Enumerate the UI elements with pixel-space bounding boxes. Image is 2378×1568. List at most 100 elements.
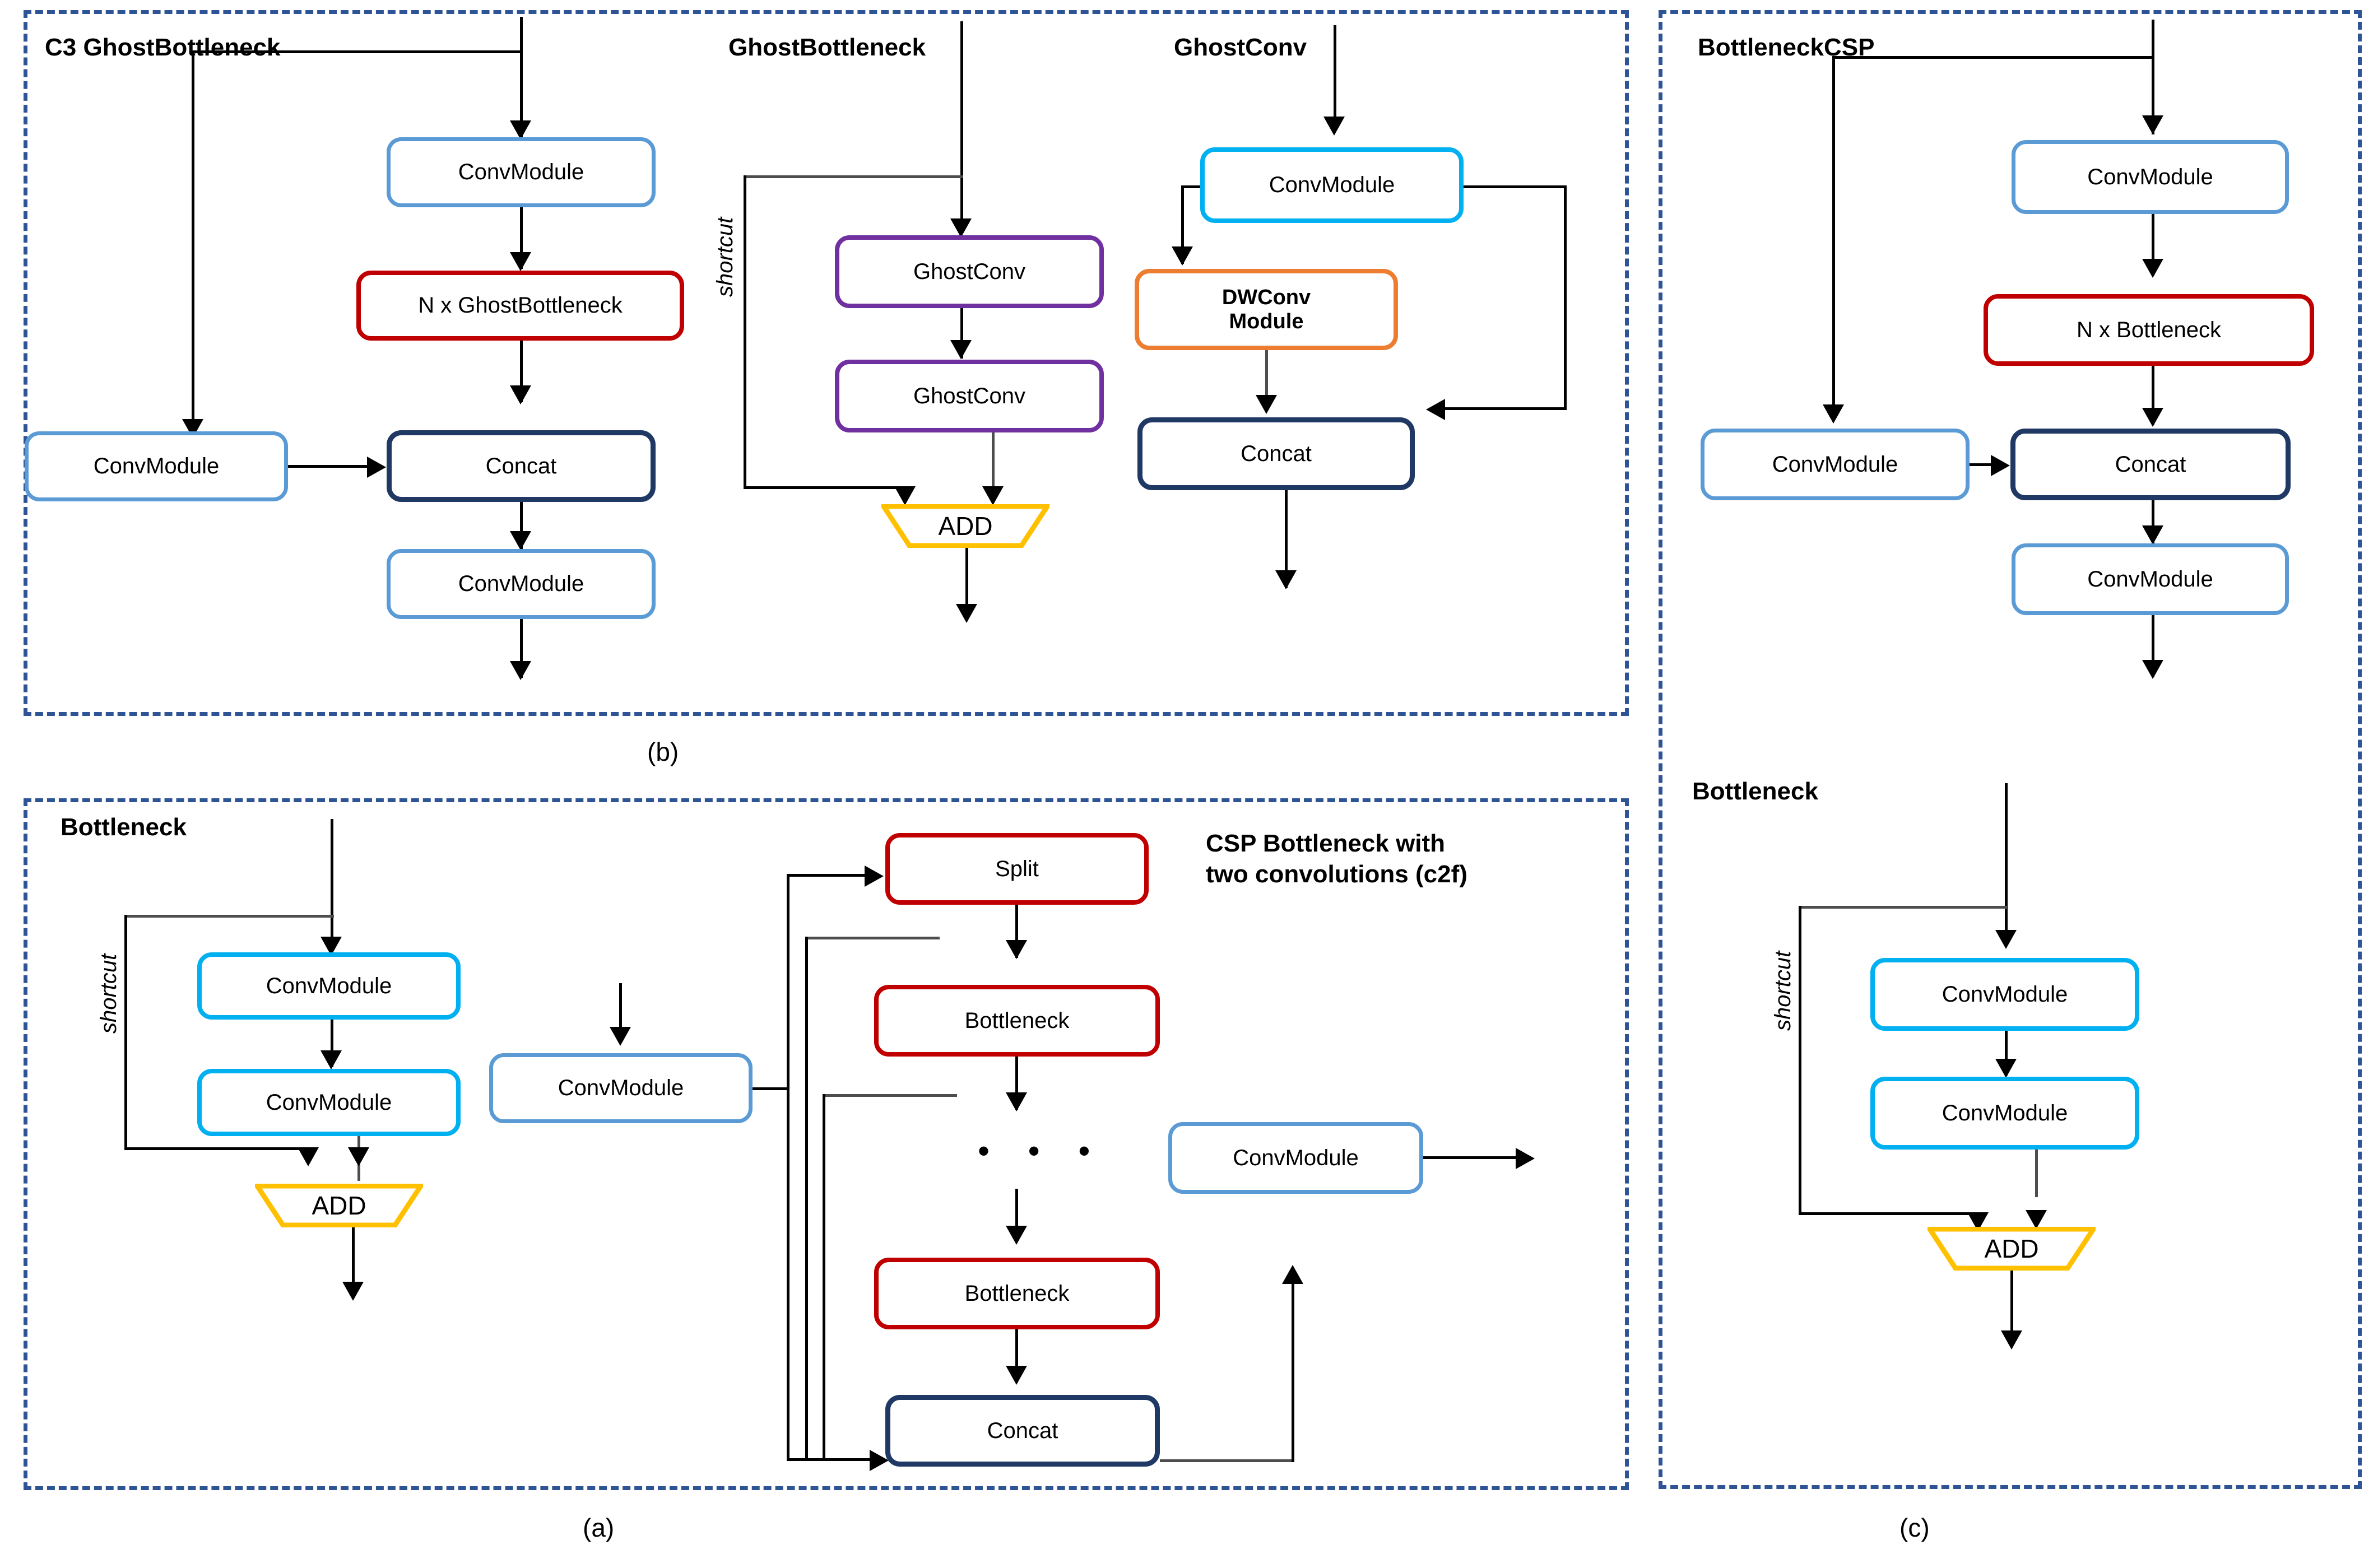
edge-add-output-bottleneck-a (352, 1227, 355, 1297)
node-add[interactable]: ADD (1928, 1227, 2096, 1271)
arrowhead-right (367, 457, 386, 478)
arrowhead-down (610, 1027, 631, 1046)
edge-conv-to-nghost (520, 207, 523, 269)
arrowhead-up (1282, 1265, 1303, 1284)
edge-split-branch (805, 937, 940, 939)
panel-b (24, 10, 1629, 716)
node-split[interactable]: Split (885, 833, 1149, 905)
arrowhead-down (342, 1282, 364, 1301)
node-convmodule[interactable]: ConvModule (197, 952, 461, 1020)
node-label: Split (995, 856, 1039, 881)
node-convmodule[interactable]: ConvModule (1701, 429, 1970, 500)
title-c3-ghostbottleneck: C3 GhostBottleneck (45, 34, 281, 61)
panel-right (1659, 10, 2362, 1489)
edge-input-trunk-bottleneck-a (331, 819, 333, 948)
node-bottleneck[interactable]: Bottleneck (874, 1258, 1160, 1329)
title-ghostconv: GhostConv (1174, 34, 1307, 61)
node-convmodule[interactable]: ConvModule (489, 1053, 753, 1123)
edge-split-to-bneck1 (1015, 905, 1018, 958)
arrowhead-down (1256, 395, 1277, 414)
edge-conv1-to-conv2 (2005, 1031, 2008, 1076)
edge-shortcut-down (124, 915, 127, 1150)
node-ghostconv[interactable]: GhostConv (835, 360, 1104, 432)
node-label: Concat (987, 1418, 1058, 1443)
edge-conv-left-down (1181, 185, 1184, 264)
edge-bneck1-branch (823, 1094, 957, 1097)
edge-bus-rail-1 (787, 874, 789, 1090)
edge-shortcut-bottom (1799, 1212, 1978, 1215)
node-add[interactable]: ADD (255, 1184, 423, 1227)
title-ghostbottleneck: GhostBottleneck (728, 34, 926, 61)
arrowhead-down (2001, 1330, 2022, 1350)
node-n-x-bottleneck[interactable]: N x Bottleneck (1984, 294, 2314, 366)
node-convmodule[interactable]: ConvModule (387, 549, 656, 619)
node-convmodule[interactable]: ConvModule (197, 1069, 461, 1136)
arrowhead-down (510, 531, 531, 550)
edge-shortcut-down (1799, 906, 1801, 1215)
edge-concat-output-ghostconv (1285, 490, 1288, 588)
arrowhead-down (2026, 1210, 2047, 1229)
node-ghostconv[interactable]: GhostConv (835, 235, 1104, 308)
arrowhead-left (1426, 399, 1445, 420)
node-label: GhostConv (913, 383, 1026, 408)
edge-conv-out-bus (753, 1087, 789, 1090)
arrowhead-down (1995, 930, 2017, 949)
arrowhead-down (950, 340, 972, 359)
arrowhead-right (1991, 455, 2010, 476)
ellipsis-bottlenecks: • • • (978, 1132, 1105, 1170)
arrowhead-down (2142, 115, 2163, 134)
edge-bneck1-to-dots (1015, 1057, 1018, 1110)
node-concat[interactable]: Concat (885, 1395, 1160, 1467)
node-convmodule[interactable]: ConvModule (1870, 958, 2139, 1031)
node-concat[interactable]: Concat (387, 430, 656, 502)
node-convmodule[interactable]: ConvModule (1870, 1077, 2139, 1150)
edge-csp-branch-down (1832, 56, 1835, 420)
caption-a: (a) (583, 1513, 615, 1542)
title-bottleneckcsp: BottleneckCSP (1698, 34, 1875, 61)
arrowhead-down (510, 661, 531, 680)
node-concat[interactable]: Concat (2010, 429, 2291, 500)
node-convmodule[interactable]: ConvModule (2012, 140, 2289, 214)
edge-concat-to-conv-v (1292, 1283, 1294, 1462)
node-convmodule[interactable]: ConvModule (2012, 543, 2289, 615)
arrowhead-down (950, 218, 972, 238)
node-convmodule[interactable]: ConvModule (25, 431, 288, 501)
edge-shortcut-top (124, 915, 334, 918)
node-bottleneck[interactable]: Bottleneck (874, 985, 1160, 1057)
edge-bus-rail-1-down (787, 1087, 789, 1461)
edge-concat-to-conv-h (1160, 1459, 1294, 1462)
node-convmodule[interactable]: ConvModule (387, 137, 656, 207)
arrowhead-down (982, 486, 1004, 505)
edge-nbneck-to-concat (2152, 366, 2154, 425)
node-label: ADD (938, 511, 993, 541)
edge-csp-output (2152, 615, 2154, 677)
edge-shortcut-top (744, 175, 963, 178)
edge-bneck2-to-concat (1015, 1329, 1018, 1383)
edge-output-c3 (520, 619, 523, 678)
arrowhead-down (1995, 1059, 2017, 1078)
node-convmodule[interactable]: ConvModule (1168, 1122, 1423, 1194)
arrowhead-down (510, 120, 531, 139)
arrowhead-down (2142, 525, 2163, 545)
arrowhead-down (348, 1147, 369, 1166)
arrowhead-down (510, 385, 531, 404)
node-dwconv-module[interactable]: DWConv Module (1135, 269, 1398, 350)
edge-conv-to-concat (1970, 463, 2003, 466)
arrowhead-down (298, 1147, 319, 1166)
node-label: Concat (485, 453, 557, 478)
node-add[interactable]: ADD (881, 504, 1049, 548)
arrowhead-down (1823, 404, 1844, 424)
title-c2f: CSP Bottleneck with two convolutions (c2… (1206, 830, 1467, 888)
node-label: ADD (1984, 1234, 2039, 1263)
node-label: ConvModule (458, 571, 584, 597)
node-concat[interactable]: Concat (1137, 417, 1415, 490)
edge-input-trunk-ghostbottleneck (960, 21, 963, 231)
node-n-x-ghostbottleneck[interactable]: N x GhostBottleneck (356, 271, 684, 341)
node-label: Concat (1241, 441, 1312, 466)
shortcut-label: shortcut (96, 953, 121, 1034)
node-label: ADD (312, 1191, 366, 1220)
node-label: ConvModule (2087, 566, 2213, 592)
node-convmodule[interactable]: ConvModule (1200, 147, 1464, 223)
edge-conv-left-branch (1181, 185, 1212, 188)
panel-a (24, 798, 1629, 1490)
